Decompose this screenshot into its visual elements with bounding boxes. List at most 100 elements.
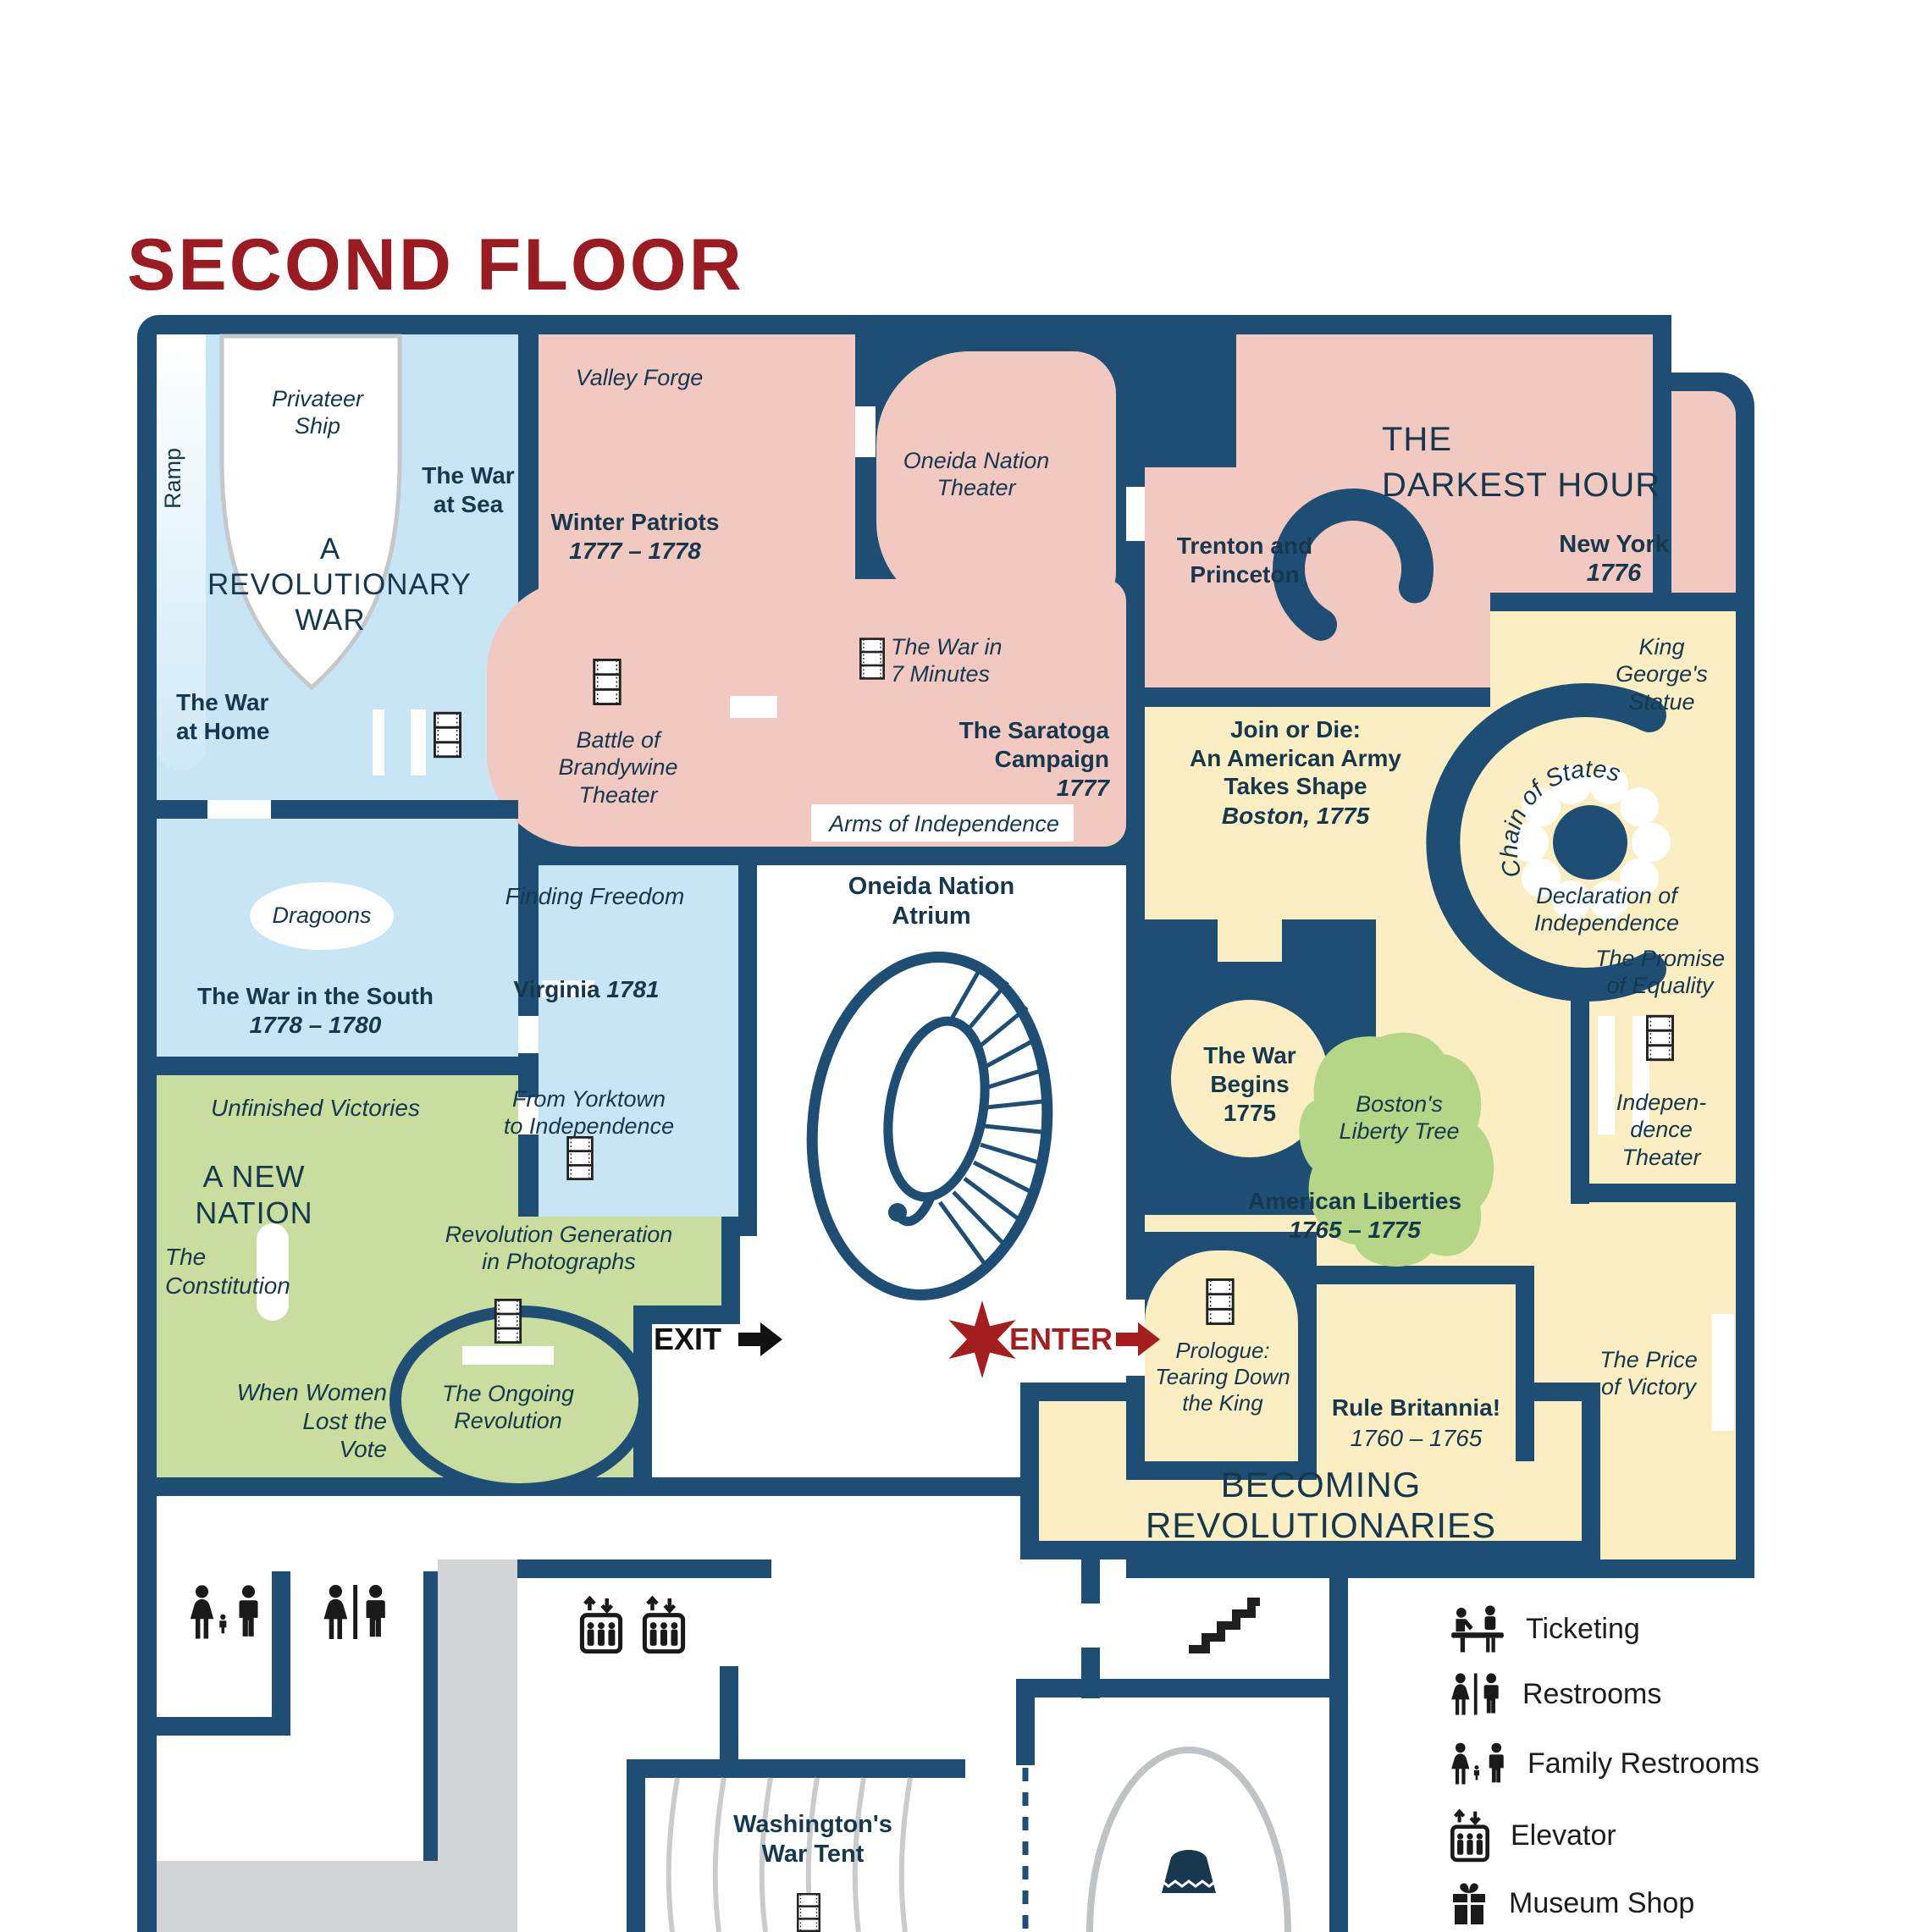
enter-arrow-icon xyxy=(1116,1322,1160,1356)
door-gap xyxy=(257,1223,289,1321)
legend-label: Ticketing xyxy=(1526,1612,1640,1645)
zone-label-darkest-hour: THE DARKEST HOUR xyxy=(1382,421,1661,504)
room-rule-britannia xyxy=(1317,1284,1516,1461)
zone-label-new-nation: A NEW NATION xyxy=(195,1159,313,1231)
wall xyxy=(1081,1559,1100,1604)
wall xyxy=(272,1571,290,1719)
room-label-new-york-year: 1776 xyxy=(1586,560,1642,587)
wall xyxy=(517,1559,771,1578)
film-icon xyxy=(494,1299,522,1344)
film-icon xyxy=(1646,1014,1674,1062)
film-icon xyxy=(434,711,461,759)
room-label-war-in-south: The War in the South xyxy=(197,983,434,1009)
room-darkest-hour-east xyxy=(1490,334,1653,593)
wall xyxy=(1329,1541,1348,1932)
spiral-staircase-icon xyxy=(806,952,1053,1300)
family-restrooms-icon xyxy=(1450,1742,1507,1785)
wall xyxy=(1016,1679,1348,1697)
room-label-war-at-home: The War at Home xyxy=(176,689,270,744)
room-label-arms-of-independence: Arms of Independence xyxy=(829,811,1059,836)
restrooms-icon xyxy=(323,1585,384,1639)
wall xyxy=(1016,1697,1035,1765)
room-label-saratoga: The Saratoga Campaign xyxy=(958,717,1109,772)
room-label-revolution-generation: Revolution Generation in Photographs xyxy=(445,1222,673,1275)
enter-star-icon xyxy=(948,1300,1016,1378)
darkest-hour-theater-wall xyxy=(1273,489,1434,649)
room-new-york xyxy=(1671,391,1736,593)
door-gap xyxy=(373,709,384,776)
door-gap xyxy=(411,709,426,776)
door-gap xyxy=(207,800,271,819)
room-label-when-women: When Women Lost the Vote xyxy=(236,1379,387,1463)
room-label-from-yorktown: From Yorktown to Independence xyxy=(503,1086,675,1140)
elevator-icon xyxy=(582,1598,620,1652)
room-label-winter-patriots-years: 1777 – 1778 xyxy=(569,538,701,564)
room-label-saratoga-year: 1777 xyxy=(1056,775,1109,801)
room-label-virginia: Virginia 1781 xyxy=(508,947,665,1003)
virginia-year: 1781 xyxy=(606,975,660,1002)
room-label-prologue: Prologue: Tearing Down the King xyxy=(1155,1338,1290,1416)
wall xyxy=(627,1759,645,1932)
wall xyxy=(423,1571,438,1869)
door-gap xyxy=(1598,1016,1615,1134)
restrooms-icon xyxy=(1450,1673,1502,1715)
door-gap xyxy=(518,1016,539,1053)
room-label-declaration: Declaration of Independence xyxy=(1533,883,1680,936)
privateer-ship-outline xyxy=(219,334,402,691)
door-gap xyxy=(462,1346,554,1365)
room-label-ongoing-revolution: The Ongoing Revolution xyxy=(441,1381,575,1434)
wall xyxy=(652,1477,1039,1496)
door-gap xyxy=(1632,1016,1649,1134)
tent-arch-outline xyxy=(1086,1747,1291,1932)
wall xyxy=(157,1717,290,1736)
room-label-war-at-sea: The War at Sea xyxy=(422,462,515,517)
zone-label-becoming-revolutionaries: BECOMING REVOLUTIONARIES xyxy=(1145,1465,1497,1546)
room-label-war-begins: The War Begins xyxy=(1203,1042,1296,1097)
film-icon xyxy=(593,659,621,705)
room-label-unfinished-victories: Unfinished Victories xyxy=(211,1095,420,1121)
room-label-washingtons-war-tent: Washington's War Tent xyxy=(733,1811,892,1868)
room-label-privateer-ship: Privateer Ship xyxy=(271,386,364,439)
enter-label: ENTER xyxy=(1009,1322,1113,1356)
legend-item-elevator: Elevator xyxy=(1450,1808,1616,1863)
room-label-rule-britannia: Rule Britannia! xyxy=(1331,1394,1501,1421)
wall xyxy=(1571,982,1589,1204)
room-label-rule-britannia-years: 1760 – 1765 xyxy=(1350,1425,1483,1451)
door-gap xyxy=(542,980,594,997)
room-label-ramp: Ramp xyxy=(160,447,185,510)
wall xyxy=(720,1666,738,1761)
elevator-icon xyxy=(644,1598,682,1652)
room-label-trenton: Trenton and Princeton xyxy=(1176,533,1313,588)
ramp-area xyxy=(157,334,206,770)
page-title: SECOND FLOOR xyxy=(127,224,744,306)
virginia-text: Virginia xyxy=(513,975,600,1002)
room-war-begins-neck xyxy=(1218,919,1282,962)
room-label-new-york: New York xyxy=(1559,531,1669,558)
room-revgen-green xyxy=(518,1217,721,1305)
stairs-icon xyxy=(1189,1602,1260,1649)
room-label-join-or-die-sub: Boston, 1775 xyxy=(1221,803,1370,829)
room-label-constitution: The Constitution xyxy=(165,1244,290,1299)
legend-item-family-restrooms: Family Restrooms xyxy=(1450,1742,1760,1785)
elevator-icon xyxy=(1450,1808,1490,1863)
room-label-king-george: King George's Statue xyxy=(1616,634,1708,715)
room-label-join-or-die: Join or Die: An American Army Takes Shap… xyxy=(1189,716,1401,800)
door-gap xyxy=(518,1097,539,1134)
family-restrooms-icon xyxy=(191,1585,258,1638)
door-gap xyxy=(1126,487,1145,541)
dragoons-area xyxy=(250,882,394,950)
film-icon xyxy=(859,638,885,680)
tent-icon xyxy=(1160,1848,1218,1895)
wall xyxy=(1571,1184,1754,1202)
room-label-independence-theater: Indepen- dence Theater xyxy=(1616,1090,1707,1170)
room-label-winter-patriots: Winter Patriots xyxy=(550,509,720,535)
legend-label: Restrooms xyxy=(1522,1677,1662,1710)
room-label-american-liberties: American Liberties xyxy=(1247,1188,1462,1214)
door-gap xyxy=(730,696,777,718)
film-icon xyxy=(1206,1278,1235,1325)
legend-label: Family Restrooms xyxy=(1527,1747,1760,1780)
room-label-valley-forge: Valley Forge xyxy=(575,365,704,390)
label-band xyxy=(811,804,1074,842)
